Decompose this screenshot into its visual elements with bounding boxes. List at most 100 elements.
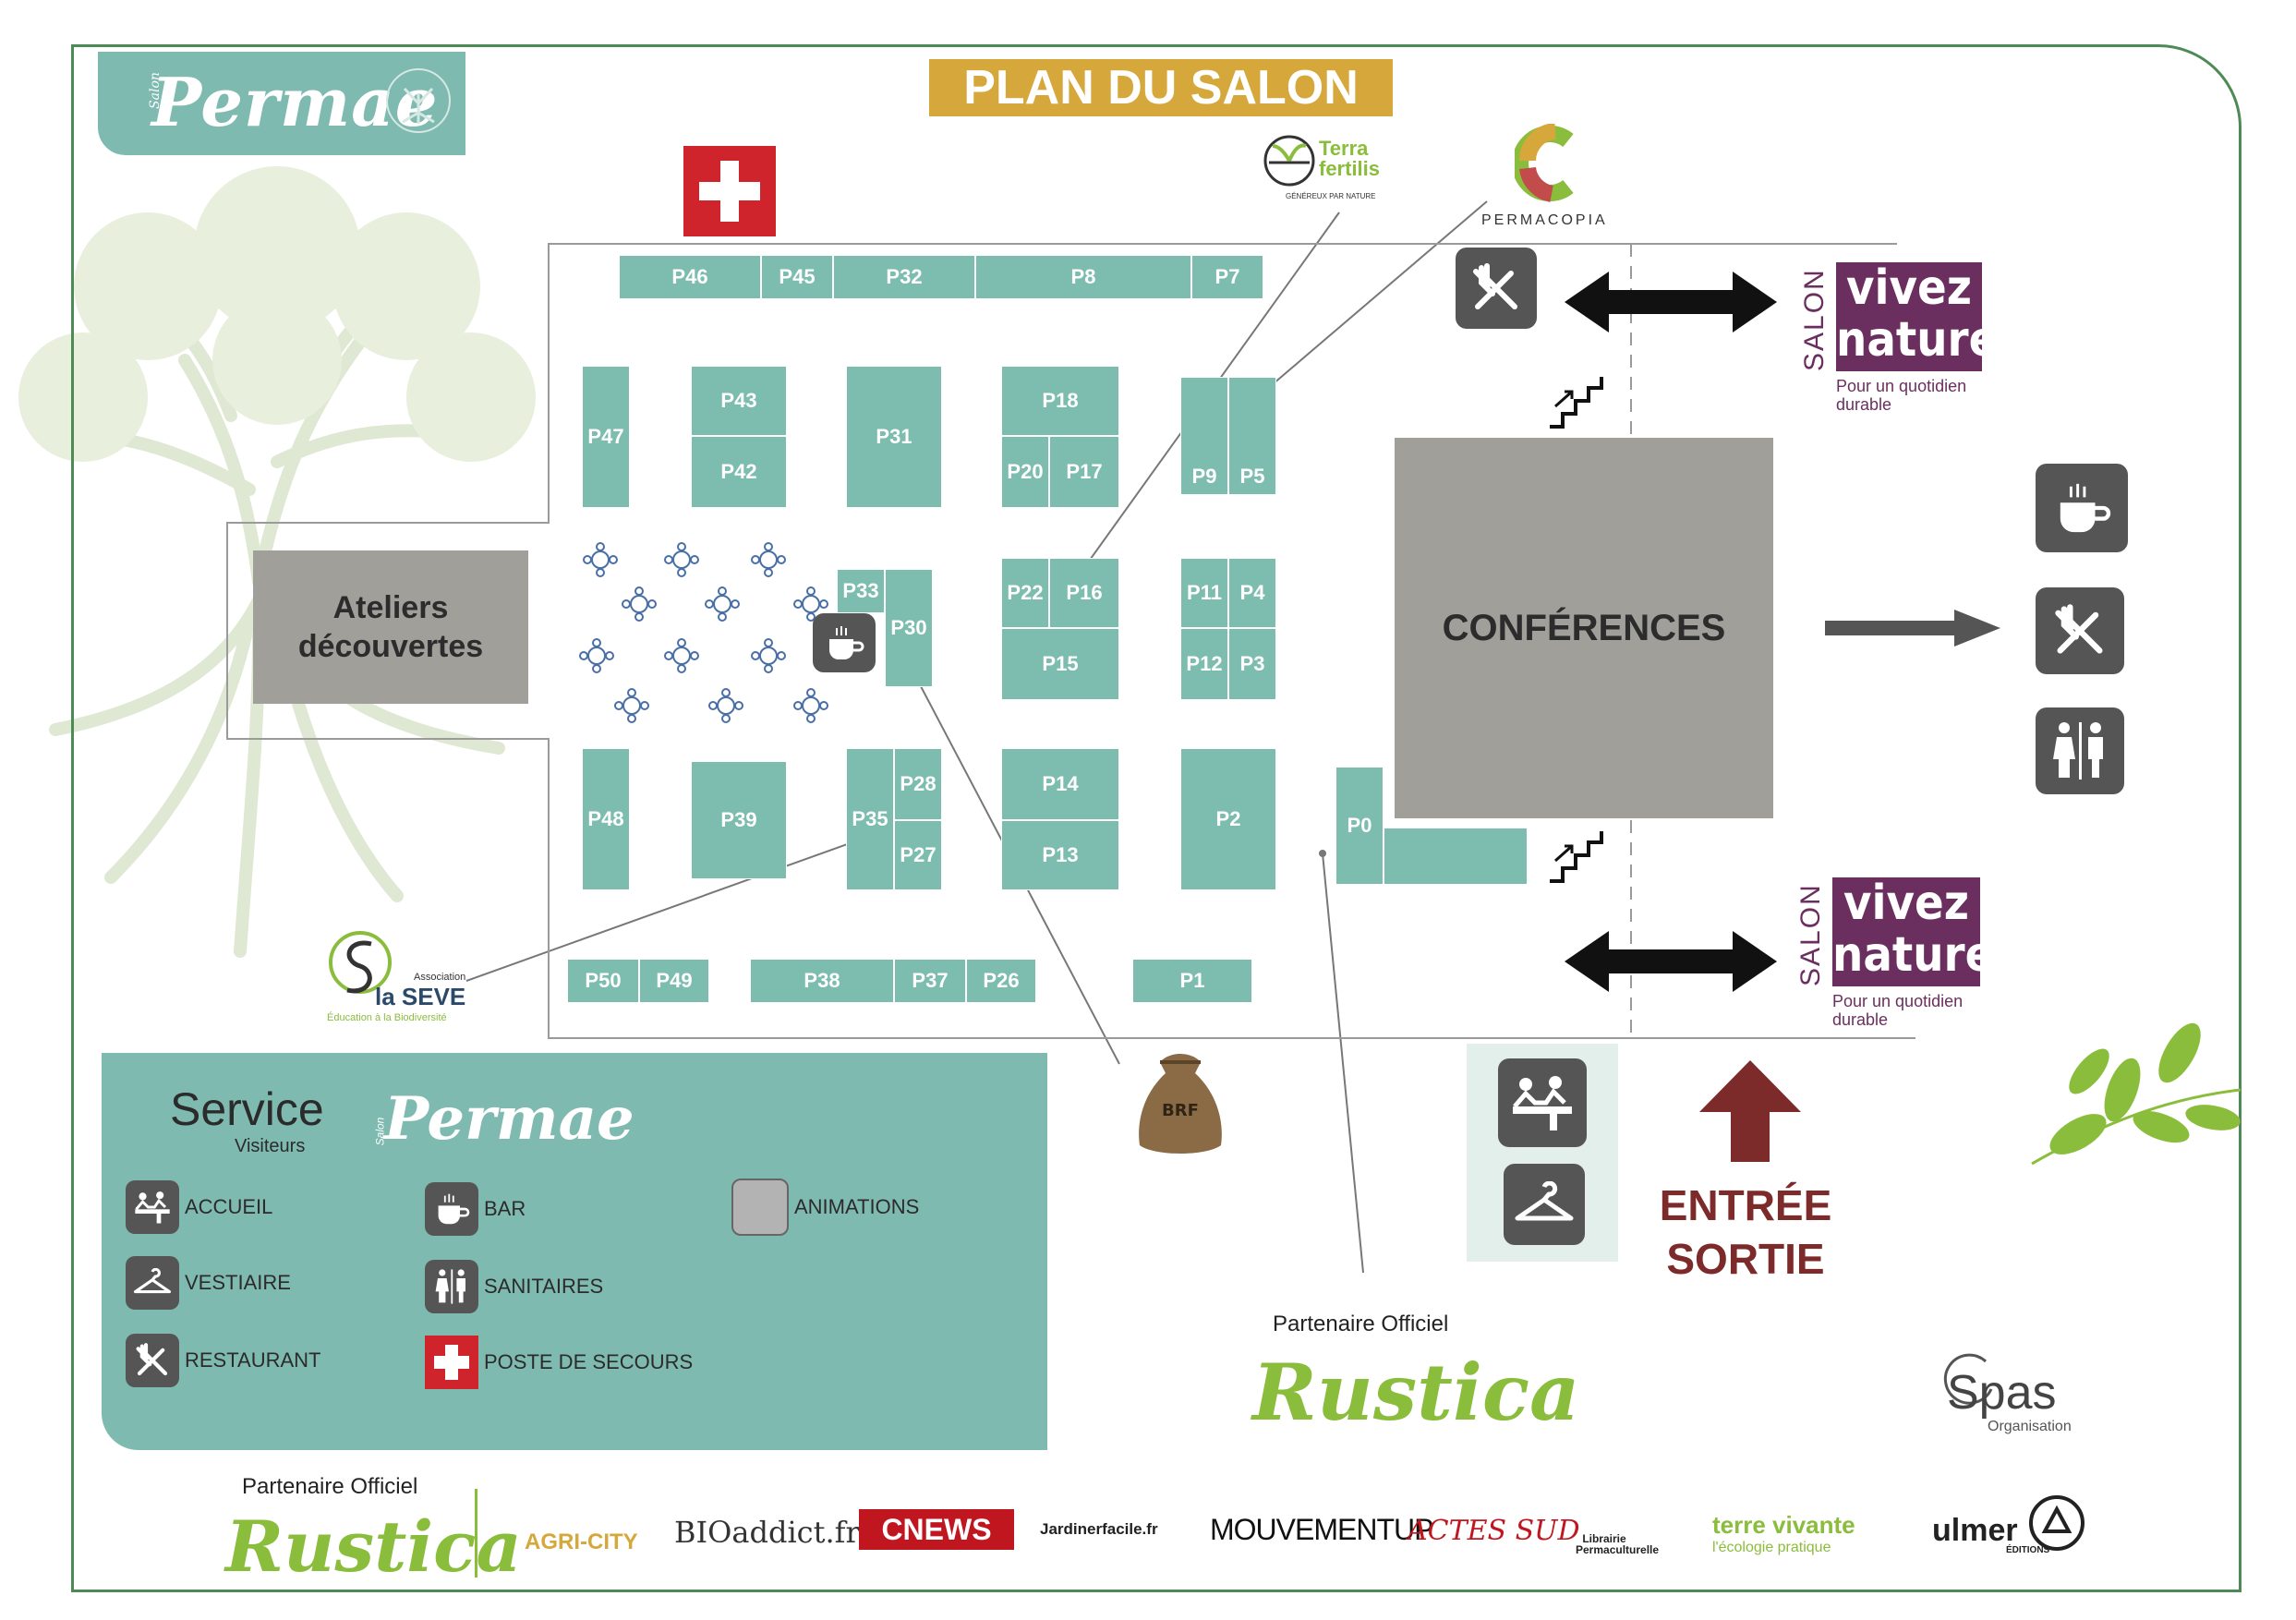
vivez-sub1: Pour un quotidien [1836, 377, 1967, 395]
vivez-tagline: Pour un quotidien durable [1832, 992, 1963, 1029]
stand-p26[interactable]: P26 [966, 959, 1036, 1003]
ateliers-zone[interactable]: Ateliers découvertes [253, 550, 528, 704]
vivez-salon-label: SALON [1799, 268, 1830, 371]
permae-logo: Salon Permae [98, 52, 465, 155]
stand-p4[interactable]: P4 [1228, 558, 1276, 628]
legend-panel: Service Visiteurs Salon Permae ACCUEIL V… [102, 1053, 1047, 1450]
legend-accueil: ACCUEIL [126, 1180, 272, 1234]
permacopia-text: PERMACOPIA [1481, 212, 1608, 228]
seve-name-text: la SEVE [375, 983, 466, 1010]
legend-sanitaires-label: SANITAIRES [484, 1275, 604, 1298]
stand-p46[interactable]: P46 [619, 255, 761, 299]
stand-p32[interactable]: P32 [833, 255, 975, 299]
service-visiteurs-logo: Service Visiteurs [170, 1073, 324, 1166]
sortie-text: SORTIE [1666, 1235, 1825, 1283]
stand-p2[interactable]: P2 [1180, 748, 1276, 890]
legend-bar: BAR [425, 1182, 526, 1236]
rustica-logo: Rustica [1252, 1347, 1580, 1438]
stand-p7[interactable]: P7 [1191, 255, 1263, 299]
stand-p28[interactable]: P28 [894, 748, 942, 820]
legend-bar-label: BAR [484, 1197, 526, 1220]
stand-p17[interactable]: P17 [1049, 436, 1119, 508]
first-aid-icon [683, 146, 776, 236]
first-aid-icon [425, 1336, 478, 1389]
vivez-sub1: Pour un quotidien [1832, 992, 1964, 1010]
conferences-zone[interactable]: CONFÉRENCES [1395, 438, 1773, 818]
vivez-line2: nature [1832, 927, 1995, 983]
stand-p14[interactable]: P14 [1001, 748, 1119, 820]
stand-p1[interactable]: P1 [1132, 959, 1252, 1003]
stand-p47[interactable]: P47 [582, 366, 630, 508]
legend-secours-label: POSTE DE SECOURS [484, 1350, 694, 1373]
toilets-icon [2036, 707, 2124, 794]
stand-p8[interactable]: P8 [975, 255, 1191, 299]
stand-p5[interactable]: P5 [1228, 377, 1276, 495]
stand-p49[interactable]: P49 [639, 959, 709, 1003]
stand-p37[interactable]: P37 [894, 959, 966, 1003]
sponsor-mouvementup: MOUVEMENTUP [1210, 1513, 1433, 1546]
logo-tree-icon [386, 68, 451, 133]
stand-p38[interactable]: P38 [750, 959, 894, 1003]
legend-accueil-label: ACCUEIL [185, 1195, 273, 1218]
terra-tagline: GÉNÉREUX PAR NATURE [1286, 192, 1376, 200]
restaurant-icon [126, 1334, 179, 1387]
vivez-salon-label: SALON [1795, 883, 1826, 986]
stand-p15[interactable]: P15 [1001, 628, 1119, 700]
stand-p16[interactable]: P16 [1049, 558, 1119, 628]
sponsor-terre-vivante: terre vivante l'écologie pratique [1668, 1511, 1855, 1556]
stairs-icon [1550, 377, 1603, 429]
stand-p3[interactable]: P3 [1228, 628, 1276, 700]
vivez-nature-logo: vivez nature [1832, 877, 1995, 986]
visiteurs-text: Visiteurs [235, 1136, 306, 1156]
stand-p33[interactable]: P33 [837, 569, 885, 613]
stand-p35[interactable]: P35 [846, 748, 894, 890]
animations-swatch [731, 1179, 789, 1236]
stand-p39[interactable]: P39 [691, 761, 787, 879]
stand-p12[interactable]: P12 [1180, 628, 1228, 700]
stand-p31[interactable]: P31 [846, 366, 942, 508]
vivez-nature-logo: vivez nature [1836, 262, 1998, 371]
stand-p43[interactable]: P43 [691, 366, 787, 436]
stand-p18[interactable]: P18 [1001, 366, 1119, 436]
entrance-arrow-icon [1699, 1060, 1801, 1162]
sponsor-bioaddict: BIOaddict.fr [674, 1515, 860, 1550]
bar-icon [813, 613, 876, 672]
ulmer-text: ulmer [1932, 1513, 2018, 1548]
terra-fertilis-logo: Terra fertilis GÉNÉREUX PAR NATURE [1263, 135, 1411, 201]
footer-partner-label: Partenaire Officiel [242, 1474, 418, 1499]
stand-p22[interactable]: P22 [1001, 558, 1049, 628]
coat-hanger-icon [126, 1256, 179, 1310]
legend-sanitaires: SANITAIRES [425, 1260, 603, 1313]
spas-sub: Organisation [1988, 1419, 2072, 1434]
stand-p42[interactable]: P42 [691, 436, 787, 508]
restaurant-icon [2036, 587, 2124, 674]
stand-p11[interactable]: P11 [1180, 558, 1228, 628]
stand-p0[interactable]: P0 [1335, 767, 1384, 885]
spas-logo: Spas Organisation [1940, 1352, 2087, 1445]
reception-icon [1498, 1058, 1587, 1147]
stand-p20[interactable]: P20 [1001, 436, 1049, 508]
footer-divider [475, 1489, 477, 1578]
stand-p30[interactable]: P30 [885, 569, 933, 687]
brf-bag-icon: BRF [1139, 1054, 1222, 1154]
entree-text: ENTRÉE [1659, 1181, 1832, 1229]
legend-animations: ANIMATIONS [731, 1179, 919, 1236]
sponsor-ulmer: ulmer ÉDITIONS [1904, 1513, 2049, 1555]
brf-label: BRF [1162, 1101, 1199, 1120]
stand-p45[interactable]: P45 [761, 255, 833, 299]
stand-p9[interactable]: P9 [1180, 377, 1228, 495]
bar-icon [2036, 464, 2128, 552]
stand-p50[interactable]: P50 [567, 959, 639, 1003]
stand-p13[interactable]: P13 [1001, 820, 1119, 890]
exit-arrow-icon [1825, 610, 2000, 647]
bar-icon [425, 1182, 478, 1236]
plan-frame [71, 44, 2242, 1592]
stand-p48[interactable]: P48 [582, 748, 630, 890]
bar-tables [579, 542, 828, 723]
legend-secours: POSTE DE SECOURS [425, 1336, 693, 1389]
legend-restaurant-label: RESTAURANT [185, 1348, 321, 1372]
logo-brand-text: Permae [151, 63, 439, 141]
reception-icon [126, 1180, 179, 1234]
seve-association-text: Association [414, 972, 466, 983]
stand-p27[interactable]: P27 [894, 820, 942, 890]
